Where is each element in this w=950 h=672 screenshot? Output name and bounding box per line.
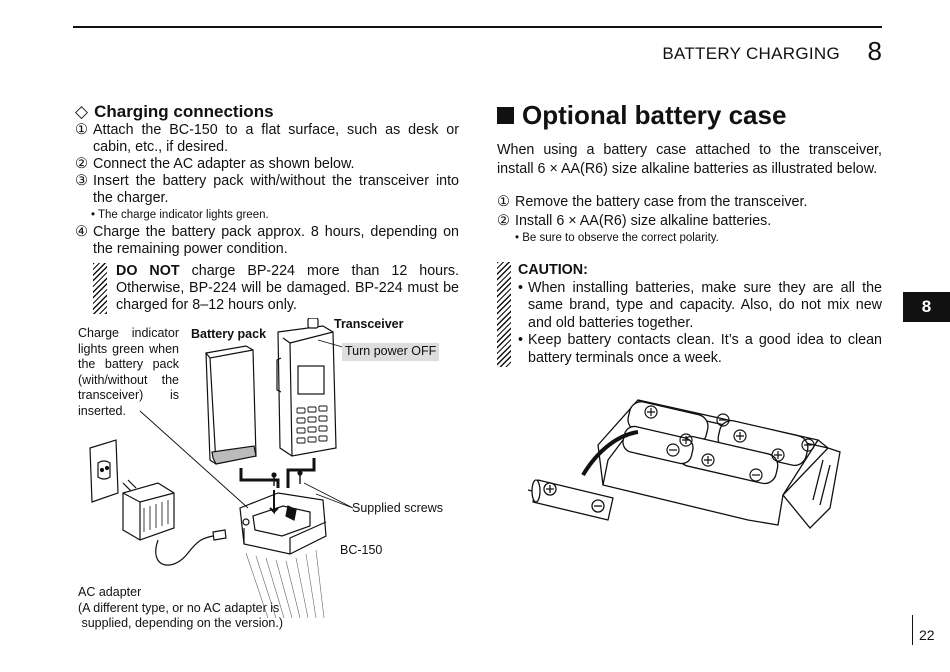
step-text: Remove the battery case from the transce… — [515, 194, 808, 210]
square-bullet-icon — [497, 107, 514, 124]
charging-connections-heading: ◇ Charging connections — [75, 102, 274, 122]
caution-item: •Keep battery contacts clean. It’s a goo… — [518, 332, 882, 367]
aa-battery-icon — [528, 479, 614, 521]
bullet: • — [518, 279, 524, 296]
ac-adapter-line-2: (A different type, or no AC adapter is — [78, 600, 280, 615]
step-text: Attach the BC-150 to a flat surface, suc… — [93, 122, 459, 155]
charging-steps: ① Attach the BC-150 to a flat surface, su… — [75, 122, 459, 258]
step-text: Connect the AC adapter as shown below. — [93, 156, 355, 172]
caution-box: CAUTION: •When installing batteries, mak… — [497, 262, 882, 367]
warning-emphasis: DO NOT — [116, 263, 180, 279]
section-title: Charging connections — [94, 102, 274, 121]
ac-adapter-caption: AC adapter (A different type, or no AC a… — [78, 585, 283, 632]
page-number-rule — [912, 615, 913, 645]
battery-pack-label: Battery pack — [191, 327, 267, 341]
step-4: ④ Charge the battery pack approx. 8 hours… — [75, 224, 459, 258]
ac-adapter-line-1: AC adapter — [78, 585, 142, 599]
transceiver-icon — [276, 318, 337, 457]
page-header-title: BATTERY CHARGING — [662, 44, 840, 63]
step-1: ① Remove the battery case from the transc… — [497, 193, 882, 212]
plus-minus-icons — [644, 405, 815, 482]
warning-hatch-bar — [93, 263, 107, 314]
step-text: Charge the battery pack approx. 8 hours,… — [93, 224, 459, 257]
step-number: ① — [497, 194, 510, 210]
bc150-label: BC-150 — [340, 543, 383, 557]
supplied-screws-label: Supplied screws — [352, 501, 444, 515]
ac-adapter-line-3: supplied, depending on the version.) — [78, 616, 284, 630]
battery-case-icon — [597, 399, 841, 529]
step-3: ③ Insert the battery pack with/without th… — [75, 173, 459, 207]
charging-illustration — [89, 318, 354, 618]
battery-case-intro: When using a battery case attached to th… — [497, 142, 882, 177]
step-number: ① — [75, 122, 88, 138]
step-text: Insert the battery pack with/without the… — [93, 173, 459, 206]
battery-case-illustration — [528, 399, 841, 529]
optional-battery-case-heading: Optional battery case — [497, 100, 786, 131]
turn-power-off-label: Turn power OFF — [342, 343, 440, 361]
section-title: Optional battery case — [522, 100, 787, 130]
battery-pack-icon — [205, 345, 257, 465]
ac-adapter-icon — [122, 479, 227, 566]
diamond-icon: ◇ — [75, 102, 89, 121]
chapter-number: 8 — [867, 36, 882, 66]
step-2: ② Install 6 × AA(R6) size alkaline batter… — [497, 212, 882, 231]
caution-item-text: Keep battery contacts clean. It’s a good… — [528, 332, 882, 366]
charger-bc150-icon — [239, 490, 327, 555]
step-number: ④ — [75, 224, 88, 240]
step-2-note: • Be sure to observe the correct polarit… — [515, 232, 719, 244]
step-2: ② Connect the AC adapter as shown below. — [75, 156, 459, 173]
step-1: ① Attach the BC-150 to a flat surface, su… — [75, 122, 459, 156]
caution-item: •When installing batteries, make sure th… — [518, 280, 882, 333]
caution-hatch-bar — [497, 262, 511, 367]
step-3-note: • The charge indicator lights green. — [91, 209, 269, 221]
caution-item-text: When installing batteries, make sure the… — [528, 279, 882, 331]
warning-text: charge BP-224 more than 12 hours. Otherw… — [116, 263, 459, 313]
header-rule — [73, 26, 882, 28]
step-number: ② — [497, 213, 510, 229]
caution-title: CAUTION: — [518, 262, 588, 278]
charging-warning: DO NOT charge BP-224 more than 12 hours.… — [93, 263, 459, 314]
page-number: 22 — [919, 627, 935, 643]
charge-indicator-caption: Charge indicator lights green when the b… — [78, 326, 179, 418]
step-text: Install 6 × AA(R6) size alkaline batteri… — [515, 213, 772, 229]
step-number: ③ — [75, 173, 88, 189]
chapter-side-tab: 8 — [903, 292, 950, 322]
battery-case-steps: ① Remove the battery case from the transc… — [497, 193, 882, 246]
transceiver-label: Transceiver — [334, 317, 404, 331]
wall-outlet-icon — [89, 439, 119, 503]
bullet: • — [518, 332, 524, 348]
step-number: ② — [75, 156, 88, 172]
